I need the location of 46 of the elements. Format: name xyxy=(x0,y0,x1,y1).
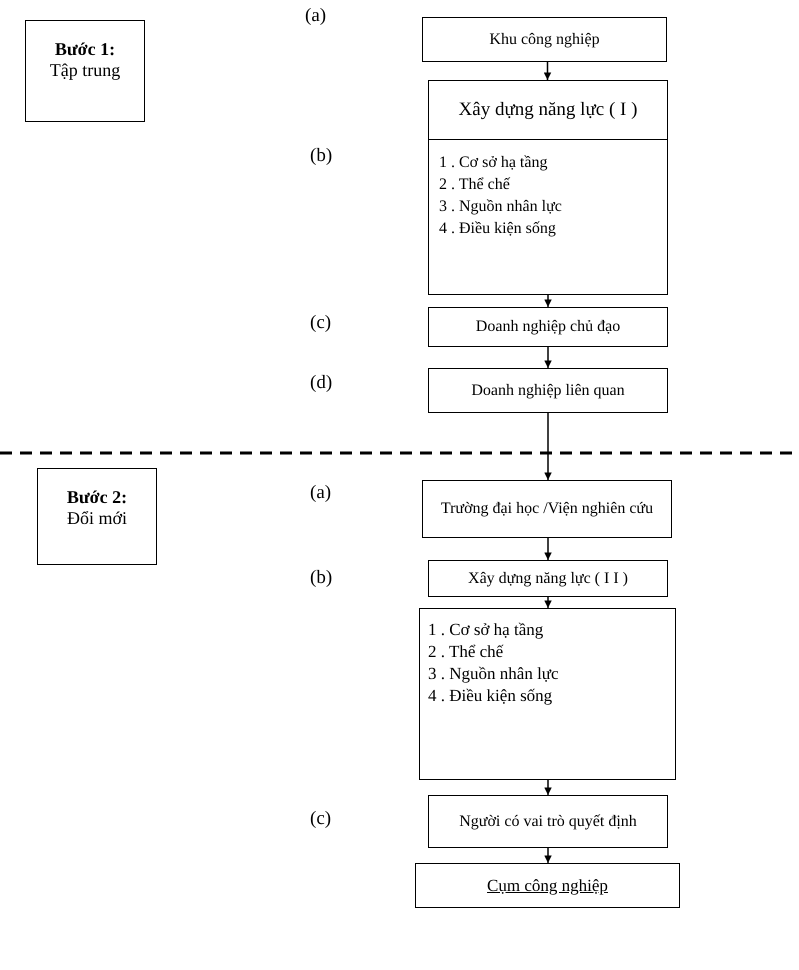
arrow xyxy=(544,62,552,80)
process-box xyxy=(428,80,668,295)
list-item: 2 . Thể chế xyxy=(438,175,512,195)
step-letter: (d) xyxy=(310,372,332,394)
step-heading: Bước 2: xyxy=(66,487,128,508)
list-item: 1 . Cơ sở hạ tầng xyxy=(427,619,544,641)
list-item: 2 . Thể chế xyxy=(427,641,504,663)
step-name: Tập trung xyxy=(50,60,120,81)
process-box xyxy=(428,795,668,848)
arrow xyxy=(544,538,552,560)
box-title: Người có vai trò quyết định xyxy=(459,812,637,830)
arrow xyxy=(544,597,552,608)
box-title: Xây dựng năng lực ( I I ) xyxy=(468,570,628,588)
process-box xyxy=(428,560,668,597)
box-title: Doanh nghiệp chủ đạo xyxy=(476,318,620,336)
list-item: 1 . Cơ sở hạ tầng xyxy=(438,153,548,173)
step-box xyxy=(25,20,145,122)
arrow xyxy=(544,295,552,307)
box-title: Doanh nghiệp liên quan xyxy=(471,382,625,400)
step-letter: (b) xyxy=(310,145,332,167)
process-box xyxy=(422,480,672,538)
process-box xyxy=(428,307,668,347)
box-title: Khu công nghiệp xyxy=(489,30,600,48)
arrow xyxy=(544,780,552,795)
box-title: Xây dựng năng lực ( I ) xyxy=(429,81,667,140)
arrow xyxy=(544,347,552,368)
step-box xyxy=(37,468,157,565)
arrow xyxy=(544,413,552,480)
list-item: 4 . Điều kiện sống xyxy=(438,219,557,239)
process-box xyxy=(415,863,680,908)
arrow xyxy=(544,848,552,863)
list-item: 3 . Nguồn nhân lực xyxy=(438,197,563,217)
box-title: Cụm công nghiệp xyxy=(487,876,608,896)
step-letter: (c) xyxy=(310,312,332,334)
process-box xyxy=(428,368,668,413)
step-letter: (a) xyxy=(310,482,332,504)
list-item: 4 . Điều kiện sống xyxy=(427,685,552,707)
process-box xyxy=(422,17,667,62)
step-letter: (a) xyxy=(305,5,326,27)
step-heading: Bước 1: xyxy=(54,39,116,60)
box-title: Trường đại học /Viện nghiên cứu xyxy=(440,500,654,518)
step-name: Đổi mới xyxy=(66,508,128,529)
process-box xyxy=(419,608,676,780)
step-letter: (c) xyxy=(310,808,332,830)
step-letter: (b) xyxy=(310,567,332,589)
list-item: 3 . Nguồn nhân lực xyxy=(427,663,559,685)
